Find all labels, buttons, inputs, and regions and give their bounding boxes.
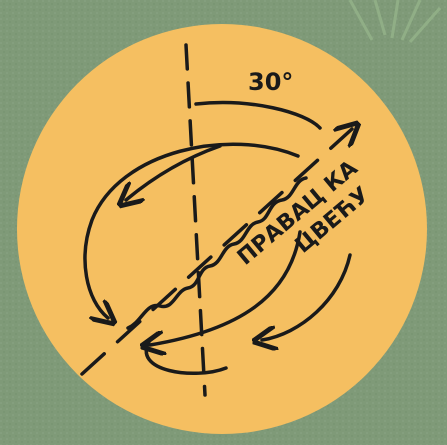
angle-label: 30° [248, 68, 293, 96]
disc [17, 24, 427, 434]
